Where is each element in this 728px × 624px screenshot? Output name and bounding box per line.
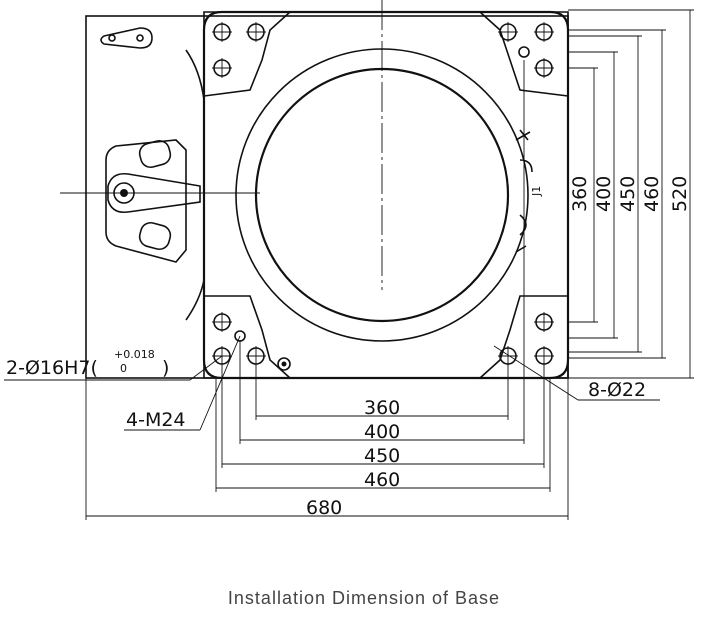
tolerance-upper: +0.018 bbox=[114, 348, 155, 361]
base-installation-drawing: J1 360 400 450 460 520 360 400 450 460 6… bbox=[4, 0, 694, 520]
vdim-460: 460 bbox=[641, 176, 663, 212]
corner-pad-tr bbox=[477, 11, 569, 97]
horizontal-dimension-lines bbox=[85, 60, 569, 520]
base-plate-outline bbox=[85, 15, 569, 379]
leader-lines bbox=[4, 335, 660, 431]
hdim-400: 400 bbox=[364, 421, 400, 443]
corner-pad-bl bbox=[203, 295, 293, 379]
bolt-holes bbox=[212, 22, 554, 371]
tolerance-lower: 0 bbox=[120, 362, 127, 375]
corner-pad-br bbox=[477, 295, 569, 379]
cable-bracket bbox=[105, 49, 205, 321]
hdim-460: 460 bbox=[364, 469, 400, 491]
hdim-360: 360 bbox=[364, 397, 400, 419]
vdim-400: 400 bbox=[593, 176, 615, 212]
tolerance-close: ) bbox=[162, 357, 169, 379]
through-hole-callout: 8-Ø22 bbox=[588, 379, 646, 401]
thread-hole-callout: 4-M24 bbox=[126, 409, 186, 431]
inner-bore-circle bbox=[254, 67, 510, 323]
vdim-360: 360 bbox=[569, 176, 591, 212]
axis-label: J1 bbox=[530, 186, 543, 197]
pin-hole-callout: 2-Ø16H7( bbox=[6, 357, 98, 379]
vdim-520: 520 bbox=[669, 176, 691, 212]
hdim-450: 450 bbox=[364, 445, 400, 467]
hdim-680: 680 bbox=[306, 497, 342, 519]
corner-pad-tl bbox=[203, 11, 293, 97]
slot-feature bbox=[100, 27, 153, 49]
outer-circle bbox=[235, 48, 529, 342]
vertical-dimension-lines bbox=[568, 9, 694, 379]
figure-caption: Installation Dimension of Base bbox=[227, 588, 501, 608]
vdim-450: 450 bbox=[617, 176, 639, 212]
